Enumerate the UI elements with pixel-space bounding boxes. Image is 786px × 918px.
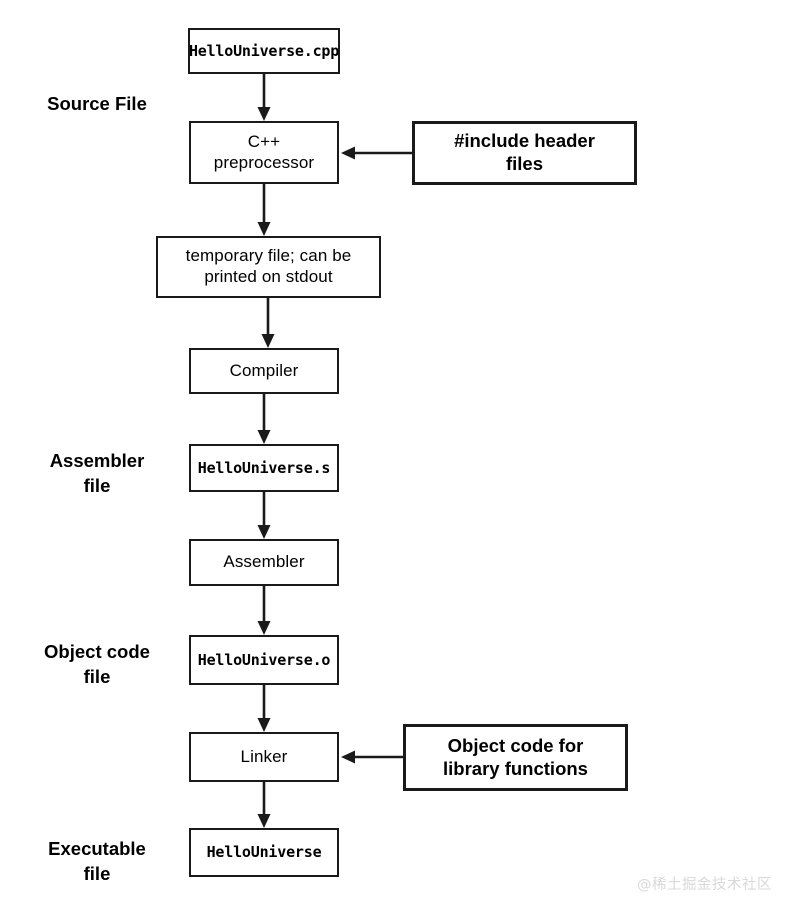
stage-label-assembler-file: Assembler file [49, 450, 145, 496]
node-assembler[interactable]: Assembler [189, 539, 339, 586]
node-object-code-library[interactable]: Object code for library functions [403, 724, 628, 791]
node-label-assembler: Assembler [223, 552, 305, 572]
node-hello-universe-s[interactable]: HelloUniverse.s [189, 444, 339, 492]
node-compiler[interactable]: Compiler [189, 348, 339, 394]
stage-label-executable-file: Executable file [48, 838, 146, 884]
arrowhead [257, 107, 271, 121]
connector-asm-file-to-assembler [257, 492, 271, 539]
node-hello-universe[interactable]: HelloUniverse [189, 828, 339, 877]
arrowhead [257, 621, 271, 635]
connector-library-to-linker [341, 750, 403, 764]
node-label-include-header-files: #include header files [454, 130, 595, 174]
node-label-object-code-library: Object code for library functions [443, 734, 588, 779]
node-label-hello-universe-cpp: HelloUniverse.cpp [188, 41, 340, 60]
node-hello-universe-o[interactable]: HelloUniverse.o [189, 635, 339, 685]
arrowhead [341, 750, 355, 764]
stage-label-object-code-file: Object code file [44, 641, 150, 687]
arrowhead [257, 718, 271, 732]
connector-cpp-to-preprocessor [257, 74, 271, 121]
connector-obj-file-to-linker [257, 685, 271, 732]
connector-headers-to-preprocessor [341, 146, 412, 160]
arrowhead [257, 430, 271, 444]
node-label-linker: Linker [240, 746, 288, 766]
node-cpp-preprocessor[interactable]: C++ preprocessor [189, 121, 339, 184]
connector-linker-to-executable [257, 782, 271, 828]
arrowhead [261, 334, 275, 348]
connector-compiler-to-asm-file [257, 394, 271, 444]
node-label-hello-universe-s: HelloUniverse.s [197, 458, 331, 477]
node-hello-universe-cpp[interactable]: HelloUniverse.cpp [188, 28, 340, 74]
arrowhead [341, 146, 355, 160]
node-label-hello-universe: HelloUniverse [206, 843, 322, 862]
connector-assembler-to-obj-file [257, 586, 271, 635]
node-label-hello-universe-o: HelloUniverse.o [197, 650, 331, 669]
node-temporary-file[interactable]: temporary file; can be printed on stdout [156, 236, 381, 298]
node-include-header-files[interactable]: #include header files [412, 121, 637, 185]
connector-preprocessor-to-temp [257, 184, 271, 236]
arrowhead [257, 222, 271, 236]
node-label-compiler: Compiler [229, 360, 299, 380]
node-label-cpp-preprocessor: C++ preprocessor [213, 131, 315, 172]
watermark: @稀土掘金技术社区 [637, 877, 772, 893]
arrowhead [257, 814, 271, 828]
node-label-temporary-file: temporary file; can be printed on stdout [185, 246, 352, 286]
connector-temp-to-compiler [261, 298, 275, 348]
arrowhead [257, 525, 271, 539]
stage-label-source-file: Source File [47, 93, 147, 114]
node-linker[interactable]: Linker [189, 732, 339, 782]
